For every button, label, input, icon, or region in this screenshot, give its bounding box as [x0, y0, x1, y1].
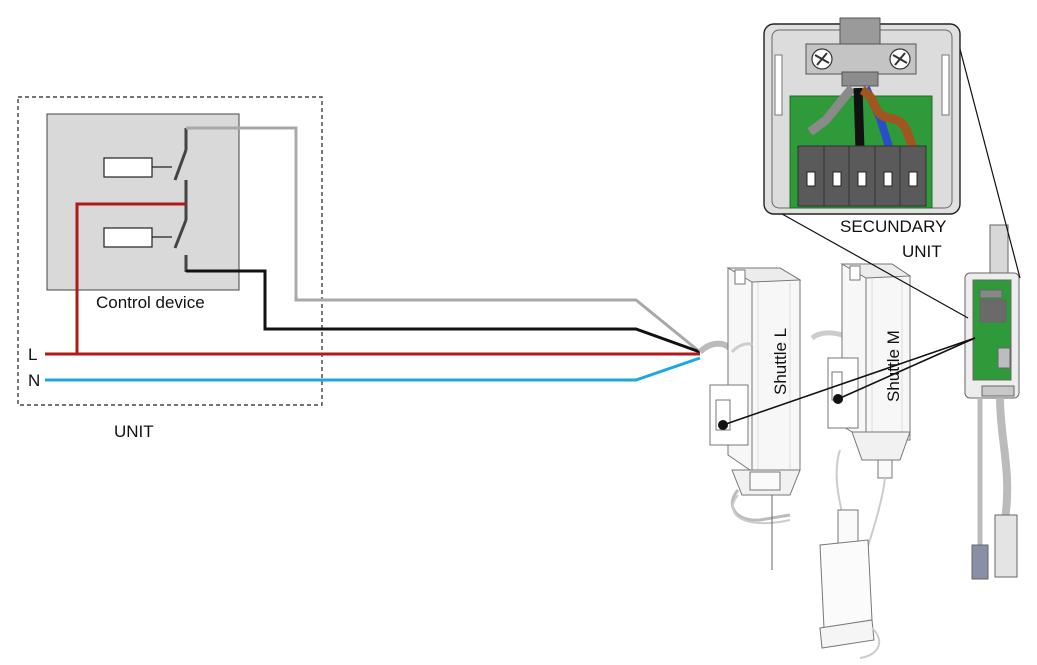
live-wire	[75, 202, 186, 354]
relay-coil-upper	[103, 157, 153, 178]
shuttle-m	[810, 263, 912, 659]
neutral-wire	[45, 356, 701, 382]
control-device	[46, 113, 240, 291]
unit-frame	[17, 96, 323, 406]
black-wire	[186, 269, 701, 354]
line-n-label: N	[28, 371, 40, 390]
secundary-unit-label-line1: SECUNDARY	[840, 217, 946, 236]
secundary-unit-zoom	[763, 17, 1021, 319]
line-l-label: L	[28, 345, 37, 364]
relay-coil-lower	[103, 227, 153, 248]
pointer-dot-shuttle-m	[833, 394, 843, 404]
switch-contact-upper	[173, 149, 188, 181]
shuttle-l-label: Shuttle L	[771, 328, 790, 395]
control-device-box	[46, 113, 240, 291]
secondary-unit-small	[964, 224, 1020, 580]
switch-contact-lower	[173, 219, 188, 249]
secundary-unit-label-line2: UNIT	[902, 242, 942, 261]
shuttle-l	[697, 267, 802, 570]
grey-wire	[186, 126, 701, 354]
control-device-label: Control device	[96, 293, 205, 312]
pointer-lines	[718, 337, 976, 430]
unit-label: UNIT	[114, 422, 154, 441]
pointer-dot-shuttle-l	[718, 420, 728, 430]
